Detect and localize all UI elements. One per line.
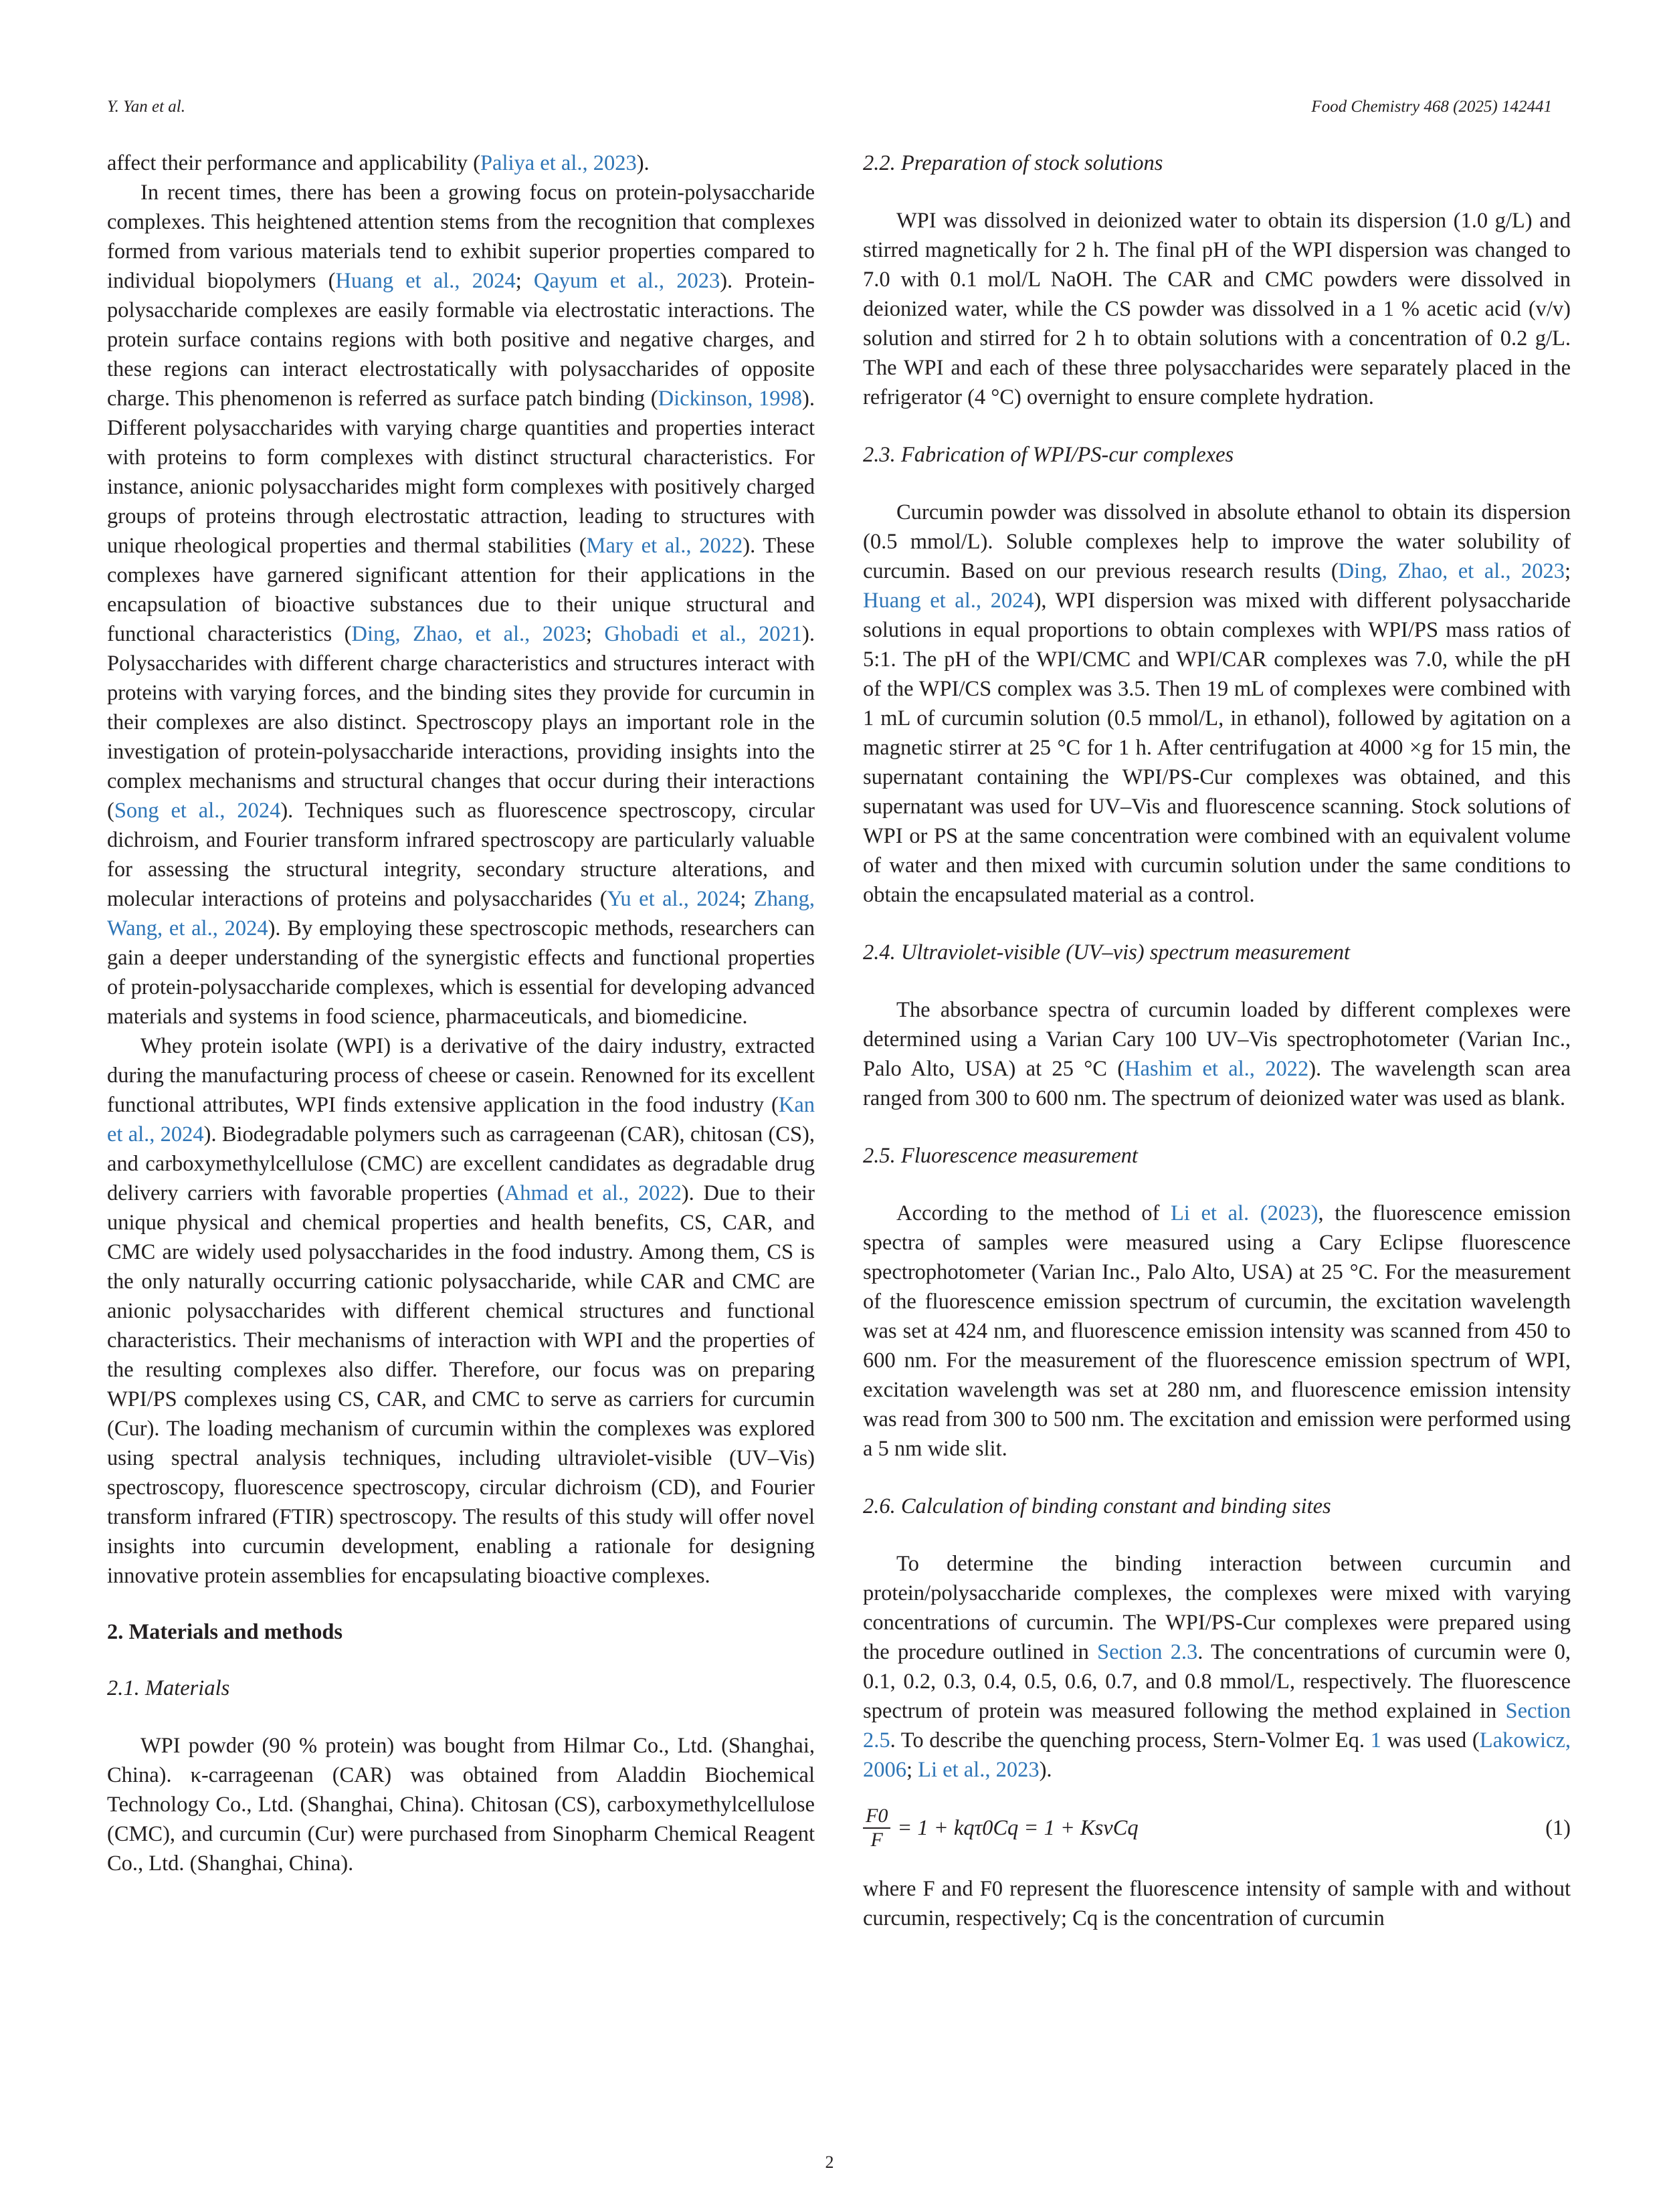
right-column: 2.2. Preparation of stock solutions WPI … (863, 148, 1571, 1933)
equation-number: (1) (1545, 1816, 1571, 1840)
citation-link[interactable]: Kan et al., 2024 (107, 1093, 815, 1146)
section-heading: 2. Materials and methods (107, 1620, 343, 1644)
subsection-heading: 2.2. Preparation of stock solutions (863, 151, 1163, 175)
subsection-heading: 2.3. Fabrication of WPI/PS-cur complexes (863, 443, 1234, 467)
equation-numerator: F0 (863, 1805, 891, 1829)
stern-volmer-equation: F0 F = 1 + kqτ0Cq = 1 + KsvCq (1) (863, 1805, 1571, 1851)
citation-link[interactable]: Zhang, Wang, et al., 2024 (107, 887, 815, 940)
section-link[interactable]: Section 2.3 (1097, 1640, 1198, 1664)
paragraph: The absorbance spectra of curcumin loade… (863, 998, 1571, 1110)
citation-link[interactable]: Ghobadi et al., 2021 (604, 622, 803, 646)
citation-link[interactable]: Hashim et al., 2022 (1125, 1057, 1309, 1081)
equation-rhs: = 1 + kqτ0Cq = 1 + KsvCq (897, 1816, 1139, 1840)
subsection-heading: 2.4. Ultraviolet-visible (UV–vis) spectr… (863, 940, 1351, 965)
subsection-heading: 2.6. Calculation of binding constant and… (863, 1494, 1331, 1518)
page-number: 2 (825, 2152, 834, 2172)
citation-link[interactable]: Yu et al., 2024 (607, 887, 741, 911)
section-link[interactable]: Section 2.5 (863, 1699, 1571, 1752)
citation-link[interactable]: Huang et al., 2024 (335, 269, 516, 293)
subsection-heading: 2.1. Materials (107, 1676, 230, 1700)
equation-denominator: F (870, 1829, 883, 1851)
citation-link[interactable]: Lakowicz, 2006 (863, 1728, 1571, 1782)
citation-link[interactable]: Li et al., 2023 (918, 1758, 1040, 1782)
equation-body: F0 F = 1 + kqτ0Cq = 1 + KsvCq (863, 1805, 1139, 1851)
citation-link[interactable]: Ding, Zhao, et al., 2023 (1338, 559, 1565, 583)
citation-link[interactable]: Huang et al., 2024 (863, 589, 1034, 613)
citation-link[interactable]: Mary et al., 2022 (586, 534, 743, 558)
paragraph: To determine the binding interaction bet… (863, 1552, 1571, 1782)
paragraph: WPI powder (90 % protein) was bought fro… (107, 1734, 815, 1876)
paragraph: affect their performance and applicabili… (107, 151, 650, 175)
paragraph: In recent times, there has been a growin… (107, 181, 815, 1029)
citation-link[interactable]: Qayum et al., 2023 (533, 269, 720, 293)
citation-link[interactable]: Ding, Zhao, et al., 2023 (351, 622, 586, 646)
paragraph: Whey protein isolate (WPI) is a derivati… (107, 1034, 815, 1588)
paragraph: where F and F0 represent the fluorescenc… (863, 1877, 1571, 1930)
citation-link[interactable]: Ahmad et al., 2022 (504, 1181, 682, 1205)
citation-link[interactable]: Song et al., 2024 (114, 799, 281, 823)
left-column: affect their performance and applicabili… (107, 148, 815, 1878)
paragraph: WPI was dissolved in deionized water to … (863, 209, 1571, 409)
equation-link[interactable]: 1 (1370, 1728, 1381, 1752)
citation-link[interactable]: Paliya et al., 2023 (480, 151, 637, 175)
running-head-journal: Food Chemistry 468 (2025) 142441 (1311, 98, 1552, 116)
subsection-heading: 2.5. Fluorescence measurement (863, 1144, 1138, 1168)
paragraph: According to the method of Li et al. (20… (863, 1201, 1571, 1461)
citation-link[interactable]: Dickinson, 1998 (658, 387, 803, 411)
paragraph: Curcumin powder was dissolved in absolut… (863, 500, 1571, 907)
citation-link[interactable]: Li et al. (2023) (1170, 1201, 1319, 1225)
running-head-authors: Y. Yan et al. (107, 98, 185, 116)
equation-fraction: F0 F (863, 1805, 891, 1851)
